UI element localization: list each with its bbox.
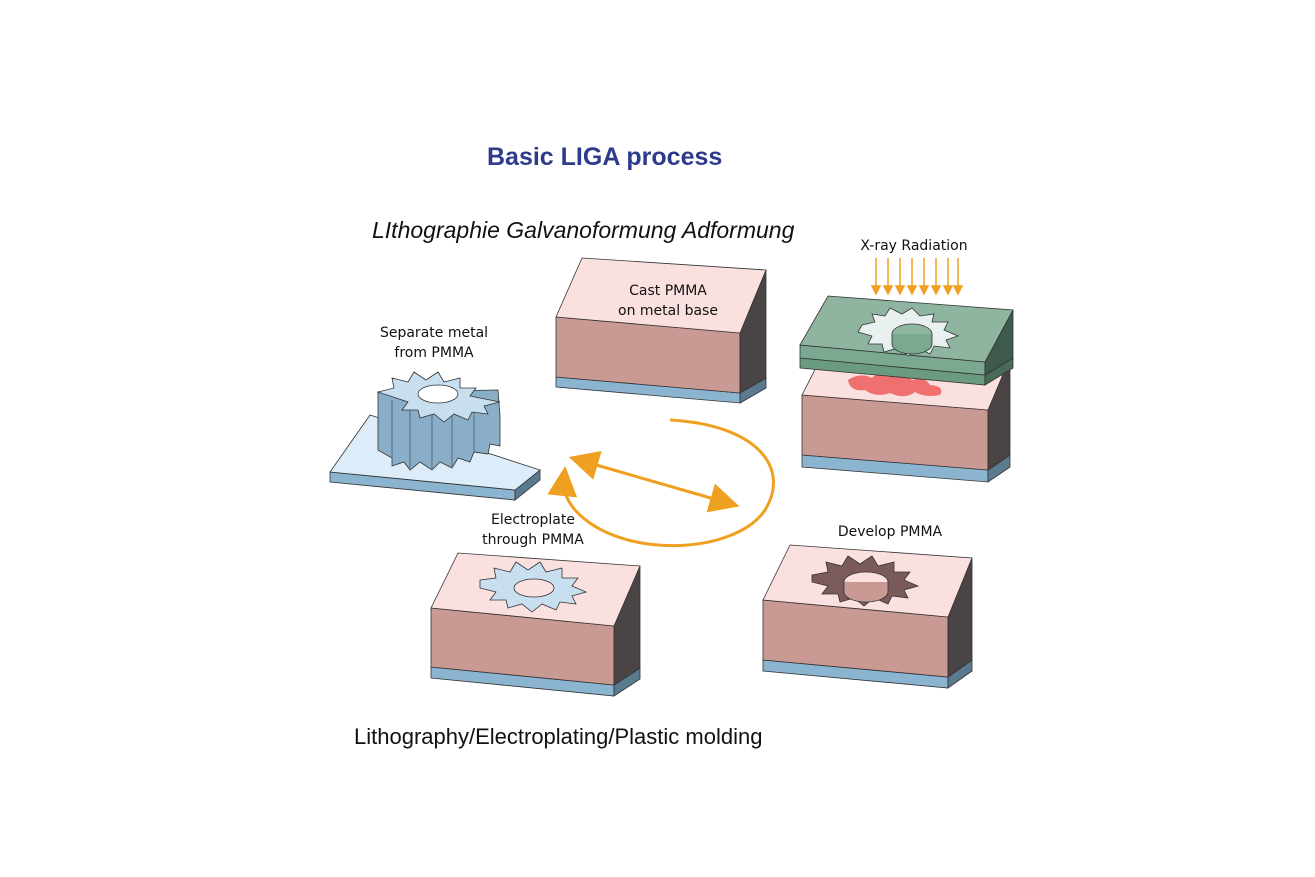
separate-metal-label-line2: from PMMA — [394, 345, 474, 361]
german-acronym-subtitle: LIthographie Galvanoformung Adformung — [372, 217, 795, 243]
double-headed-arrow — [568, 450, 740, 513]
xray-arrows — [870, 258, 964, 296]
exposed-gear-region — [848, 372, 942, 397]
cycle-arc-arrow — [547, 418, 775, 548]
develop-pmma-label: Develop PMMA — [838, 524, 943, 540]
cast-pmma-block — [555, 257, 767, 404]
exposed-pmma-block — [801, 349, 1011, 483]
english-acronym-subtitle: Lithography/Electroplating/Plastic moldi… — [354, 724, 763, 749]
developed-pmma-block — [762, 544, 973, 689]
electroplated-pmma-block — [430, 552, 641, 697]
separate-metal-label-line1: Separate metal — [380, 325, 488, 341]
electroplate-label-line1: Electroplate — [491, 512, 575, 528]
xray-radiation-label: X-ray Radiation — [860, 238, 967, 254]
cast-pmma-label-line1: Cast PMMA — [629, 283, 707, 299]
diagram-title: Basic LIGA process — [487, 143, 723, 171]
xray-mask — [799, 295, 1014, 386]
electroplate-label-line2: through PMMA — [482, 532, 584, 548]
metal-gear-on-base — [329, 371, 541, 501]
process-cycle-arrows — [547, 418, 775, 548]
cast-pmma-label-line2: on metal base — [618, 303, 718, 319]
